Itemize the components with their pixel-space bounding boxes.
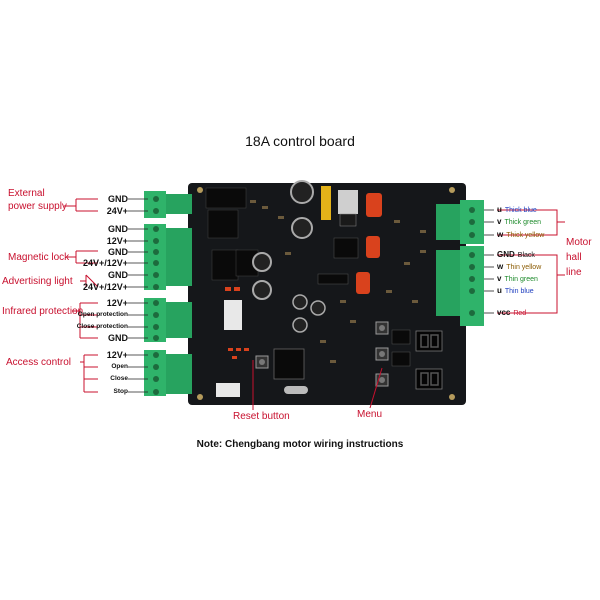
pin-label: GND	[108, 194, 128, 204]
capacitor	[252, 252, 272, 272]
pcb-board	[188, 183, 466, 405]
pin-label: GND	[108, 247, 128, 257]
label-infrared-protection: Infrared protection	[2, 306, 84, 317]
pin-label: Close protection	[76, 323, 128, 330]
ic-chip	[391, 329, 411, 345]
red-component	[366, 236, 380, 258]
label-advertising-light: Advertising light	[2, 276, 73, 287]
annotation-lines	[64, 198, 565, 410]
pin-label: Stop	[113, 388, 128, 395]
capacitor	[290, 180, 314, 204]
pin-label: GND	[108, 270, 128, 280]
white-connector	[224, 300, 242, 330]
ic-chip	[333, 237, 359, 259]
capacitor	[291, 217, 313, 239]
label-motor-hall-line: Motor hall line	[566, 237, 592, 278]
pin-label: Open	[111, 363, 128, 370]
red-component	[366, 193, 382, 217]
pin-label: Close	[110, 375, 128, 382]
white-connector	[216, 383, 240, 397]
relay	[211, 249, 239, 281]
label-magnetic-lock: Magnetic lock	[8, 252, 70, 263]
label-external-power-supply: External power supply	[8, 188, 67, 212]
wiring-note: Note: Chengbang motor wiring instruction…	[196, 439, 404, 450]
relay	[205, 187, 247, 209]
pin-label: 24V+/12V+	[82, 258, 128, 268]
pin-label: 24V+	[106, 206, 128, 216]
microcontroller	[273, 348, 305, 380]
regulator-body	[339, 213, 357, 227]
right-terminal-blocks	[436, 200, 484, 326]
capacitor	[292, 294, 308, 310]
pin-label: Open protection	[77, 311, 128, 318]
mount-hole	[449, 187, 455, 193]
red-component	[356, 272, 370, 294]
mount-hole	[197, 394, 203, 400]
pin-label: 24V+/12V+	[82, 282, 128, 292]
ic-chip	[317, 273, 349, 285]
regulator	[338, 190, 358, 214]
capacitor	[252, 280, 272, 300]
label-access-control: Access control	[6, 357, 72, 368]
yellow-capacitor	[321, 186, 331, 220]
label-menu: Menu	[357, 409, 383, 420]
relay	[207, 209, 239, 239]
diagram-title: 18A control board	[245, 133, 355, 149]
label-reset-button: Reset button	[233, 411, 290, 422]
pin-label: 12V+	[106, 350, 128, 360]
capacitor	[310, 300, 326, 316]
pin-label: 12V+	[106, 298, 128, 308]
pin-label: 12V+	[106, 236, 128, 246]
pin-label: GND	[108, 333, 128, 343]
mount-hole	[197, 187, 203, 193]
capacitor	[292, 317, 308, 333]
crystal	[284, 386, 308, 394]
seven-segment-display	[415, 368, 443, 390]
ic-chip	[391, 351, 411, 367]
mount-hole	[449, 394, 455, 400]
seven-segment-display	[415, 330, 443, 352]
left-terminal-blocks	[144, 191, 192, 396]
pin-label: GND	[108, 224, 128, 234]
